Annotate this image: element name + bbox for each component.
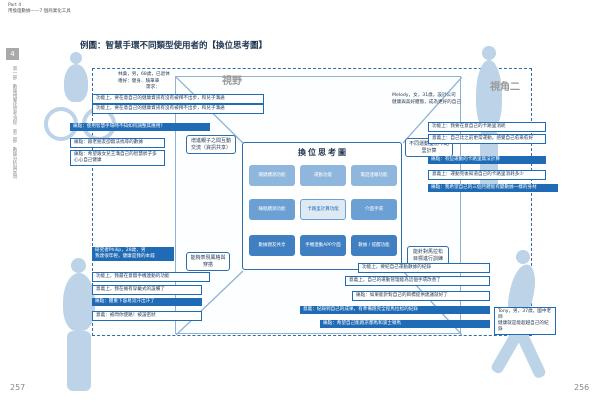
page-header: Part 4 用換理數據——7 個商業化工具 bbox=[8, 3, 71, 15]
persona-profile-line: 林桑，男，68歲，已退休 bbox=[118, 72, 170, 77]
man-legs bbox=[67, 331, 91, 391]
persona-bottom-right-item: 痛點：希望自己能跑京都馬和波士頓馬 bbox=[320, 320, 490, 328]
persona-profile-line: 健康與美好體態，成為更好的自己 bbox=[392, 99, 461, 105]
lens-label-right: 視角二 bbox=[490, 82, 520, 93]
persona-profile-line: 健康就是能超越自己的紀錄 bbox=[498, 321, 549, 332]
persona-profile-line: Melody，女，31歲，設計公司 bbox=[392, 93, 456, 98]
center-cell: 關鍵續測功能 bbox=[249, 165, 295, 186]
persona-top-left-need: 功能上，要在意自己的健康資訊有沒有被拜不出步，和兒子溝通 bbox=[92, 104, 264, 114]
man-figure bbox=[58, 258, 100, 393]
persona-top-left-need: 功能上，要在意自己的健康資訊有沒有被拜不出步，和兒子溝通 bbox=[92, 94, 264, 104]
right-page-number: 256 bbox=[574, 383, 590, 392]
dashed-frame bbox=[92, 68, 532, 336]
left-page-number: 257 bbox=[10, 383, 26, 392]
man-head bbox=[71, 258, 86, 273]
cyclist-head bbox=[70, 52, 82, 64]
persona-profile-line: 我達很年輕，健康是我的本錢 bbox=[95, 254, 155, 259]
persona-top-right-item: 痛點：有些運動的卡路里無法計算 bbox=[428, 156, 546, 164]
center-cell: 運動功能 bbox=[300, 165, 346, 186]
persona-top-right-item: 功能上：我要在意自己的卡路里消耗 bbox=[428, 122, 546, 132]
persona-bottom-left-item: 功能上，我最在意無手機連動的功能 bbox=[92, 272, 210, 282]
persona-top-right-item: 意義上：運動完後知道自己的卡路里消耗多少 bbox=[428, 170, 546, 180]
cyclist-body bbox=[64, 64, 88, 102]
center-cell: 數據親友共享 bbox=[249, 235, 295, 256]
header-chapter: 用換理數據——7 個商業化工具 bbox=[8, 9, 71, 14]
persona-top-left-pain: 痛點：使用智慧手環時不知如何調整其應用？ bbox=[70, 123, 210, 131]
header-part: Part 4 bbox=[8, 3, 22, 8]
persona-bottom-left-item: 意義上，我在擁有穿戴式的設備了 bbox=[92, 285, 202, 295]
center-cell: 卡路里計算功能 bbox=[300, 199, 346, 220]
quadrant-label-top-left: 增進親子之間互動交流（資訊共享） bbox=[186, 135, 236, 154]
chapter-tab: 4 bbox=[6, 48, 19, 60]
persona-bottom-left-item: 意義：被問你使路！被設密狀 bbox=[92, 311, 202, 321]
persona-bottom-right-item: 意義上，自己的運動管理能為這個手環改善了 bbox=[345, 276, 490, 286]
persona-top-left-pain: 痛點：希望跟女兒王溝自己的智慧狀子多心心自己健康 bbox=[70, 150, 165, 166]
lens-label-left: 視野 bbox=[222, 76, 242, 87]
woman-head bbox=[482, 46, 496, 60]
persona-bottom-right-item: 功能上，要紀自己運動數據的紀錄 bbox=[358, 263, 490, 273]
persona-top-left-pain: 痛點：跟老朋友卻無法找尋的數據 bbox=[70, 138, 165, 148]
runner-head bbox=[516, 250, 530, 264]
persona-bottom-right-item: 意義：紀錄到自己的成果，有準備跑完全程馬拉松的紀錄 bbox=[300, 306, 490, 314]
persona-top-right-item: 痛點：我希望自己的三個月體能有變數據一樣的身材 bbox=[428, 184, 558, 192]
page-title: 例圖：智慧手環不同類型使用者的【換位思考圖】 bbox=[80, 41, 268, 51]
persona-bottom-right-item: 痛點：如果能針對自己的目標提供建議就好了 bbox=[352, 291, 490, 301]
persona-top-right-item: 意義上：自己比之前更常運動，感覺自己愈來愈好 bbox=[428, 134, 546, 144]
persona-needs-label: 需求： bbox=[146, 85, 160, 90]
center-cell: 電話連聯功能 bbox=[351, 165, 397, 186]
runner-figure bbox=[489, 250, 552, 390]
persona-top-right-profile: Melody，女，31歲，設計公司 健康與美好體態，成為更好的自己 bbox=[392, 93, 472, 106]
persona-profile-line: 嗜好：健身、騎單車 bbox=[118, 78, 160, 84]
persona-bottom-right-profile: Tony，男，37歲，國中老師 健康就是能超越自己的紀錄 bbox=[494, 307, 556, 335]
center-cell: 介面手環 bbox=[351, 199, 397, 220]
man-body bbox=[63, 273, 95, 331]
persona-profile-line: 研究者Philip，28歲，男 bbox=[95, 248, 146, 253]
quadrant-label-bottom-left: 能夠表現風格與穿搭 bbox=[186, 252, 230, 271]
center-title: 換位思考圖 bbox=[298, 148, 348, 157]
center-cell: 數據 / 提醒功能 bbox=[351, 235, 397, 256]
woman-body bbox=[476, 60, 502, 130]
center-cell: 手機連動APP介面 bbox=[300, 235, 346, 256]
persona-bottom-left-profile: 研究者Philip，28歲，男 我達很年輕，健康是我的本錢 bbox=[92, 247, 174, 261]
persona-profile-line: Tony，男，37歲，國中老師 bbox=[498, 309, 552, 320]
persona-bottom-left-item: 痛點：體重下容易流汗出汗了 bbox=[92, 298, 202, 306]
center-cell: 睡眠續測功能 bbox=[249, 199, 295, 220]
side-chapter-text: 第一部 數據視覺化思考流程 第二部 數據分析與呈現 bbox=[12, 66, 17, 179]
empathy-map-center: 換位思考圖 關鍵續測功能 運動功能 電話連聯功能 睡眠續測功能 卡路里計算功能 … bbox=[242, 142, 402, 270]
persona-top-left-profile: 林桑，男，68歲，已退休 嗜好：健身、騎單車 需求： bbox=[118, 72, 170, 92]
